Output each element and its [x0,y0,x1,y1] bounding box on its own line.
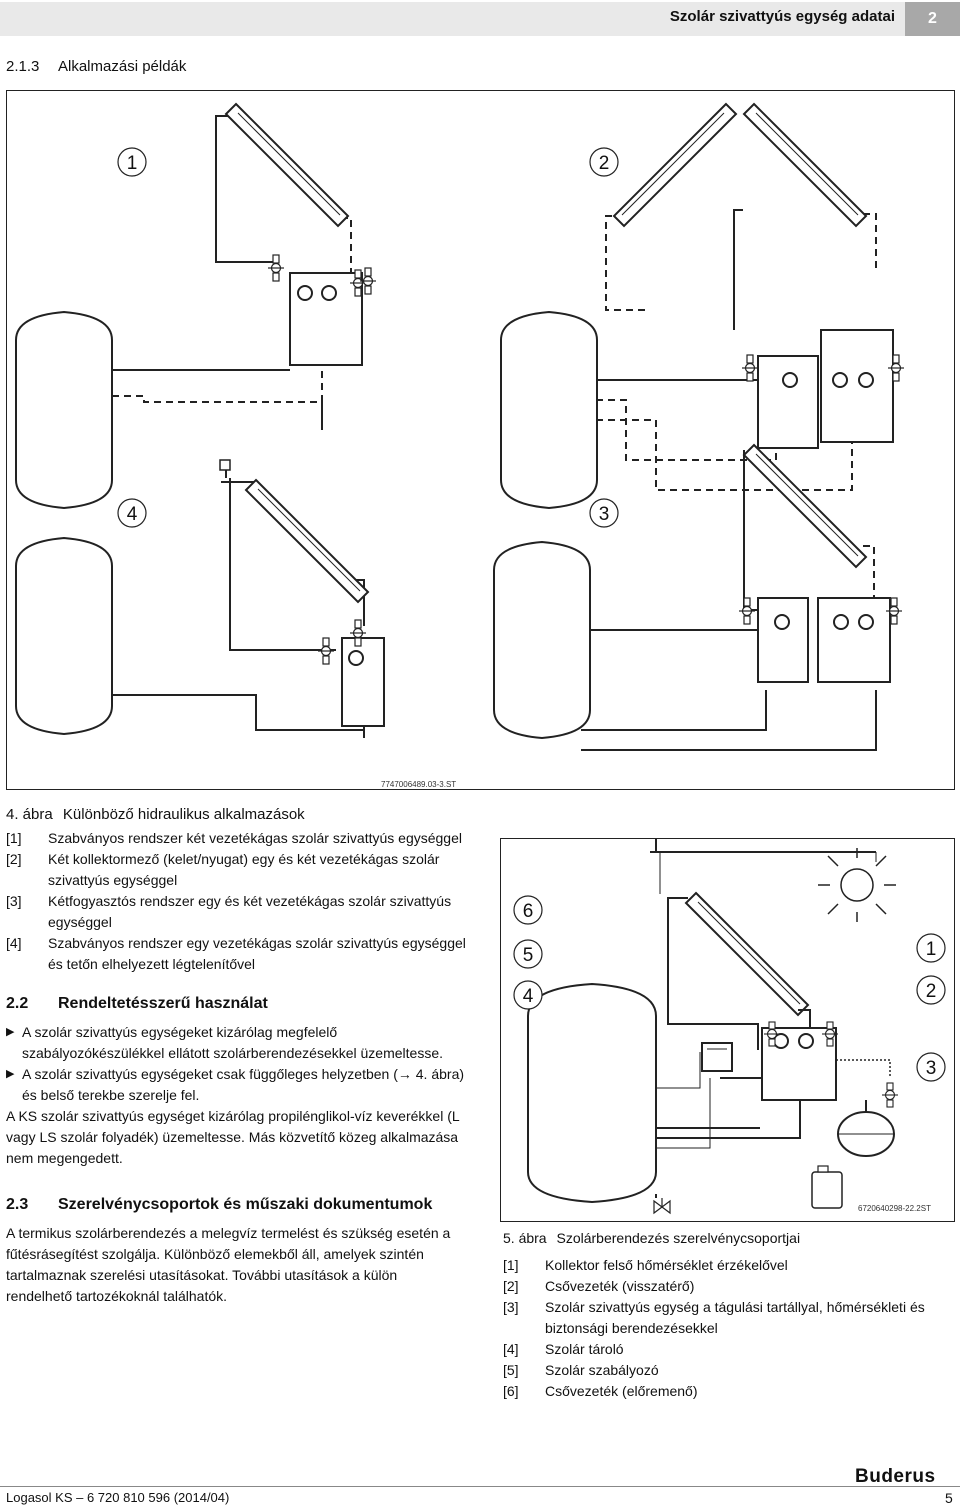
fig4-caption-text: Különböző hidraulikus alkalmazások [62,806,305,823]
fig4-label-2: 2 [599,153,610,174]
figure-5: 6 5 4 1 2 3 6720640298-22.2ST [500,838,955,1222]
chapter-number: 2 [905,2,960,36]
fig4-caption-prefix: 4. ábra [6,806,53,823]
section-2-2-body: ▶A szolár szivattyús egységeket kizáróla… [6,1022,476,1169]
fig5-label-2: 2 [926,981,937,1002]
fig4-code: 7747006489.03-3.ST [381,780,456,789]
list-item: [4]Szabványos rendszer egy vezetékágas s… [6,935,466,972]
sun-icon [818,848,896,922]
fig4-label-3: 3 [599,504,610,525]
fig5-label-4: 4 [523,986,534,1007]
list-item: [2]Csővezeték (visszatérő) [503,1278,695,1294]
header-title: Szolár szivattyús egység adatai [669,8,895,25]
section-heading: 2.1.3 Alkalmazási példák [6,58,186,75]
fig4-label-1: 1 [127,153,138,174]
fig4-label-4: 4 [127,504,138,525]
list-item: [1]Kollektor felső hőmérséklet érzékelőv… [503,1257,788,1273]
brand-logo: Buderus [855,1466,936,1487]
page-header: Szolár szivattyús egység adatai 2 [0,0,960,38]
list-item: [3]Szolár szivattyús egység a tágulási t… [503,1299,925,1336]
paragraph: A KS szolár szivattyús egységet kizáróla… [6,1108,460,1166]
fig5-label-6: 6 [523,901,534,922]
list-item: [6]Csővezeték (előremenő) [503,1383,698,1399]
page-number: 5 [945,1490,953,1506]
fig5-label-5: 5 [523,945,534,966]
bullet-item: ▶A szolár szivattyús egységeket csak füg… [6,1066,465,1103]
section-title: Alkalmazási példák [58,58,187,75]
list-item: [5]Szolár szabályozó [503,1362,659,1378]
footer-rule [0,1486,960,1487]
fig5-code: 6720640298-22.2ST [858,1204,931,1213]
section-2-3-paragraph: A termikus szolárberendezés a melegvíz t… [6,1225,451,1304]
figure-4-legend: [1]Szabványos rendszer két vezetékágas s… [6,828,476,975]
section-number: 2.1.3 [6,58,40,75]
footer-doc: Logasol KS – 6 720 810 596 (2014/04) [6,1490,230,1505]
list-item: [1]Szabványos rendszer két vezetékágas s… [6,830,462,846]
list-item: [2]Két kollektormező (kelet/nyugat) egy … [6,851,440,888]
fig5-label-3: 3 [926,1058,937,1079]
bullet-item: ▶A szolár szivattyús egységeket kizáróla… [6,1024,443,1061]
fig5-label-1: 1 [926,939,937,960]
figure-5-legend: [1]Kollektor felső hőmérséklet érzékelőv… [503,1255,943,1402]
header-bar [0,2,905,36]
figure-4-caption: 4. ábra Különböző hidraulikus alkalmazás… [6,806,305,823]
figure-4-final: 1 2 4 3 7747006489.03-3.ST [6,90,955,790]
list-item: [3]Kétfogyasztós rendszer egy és két vez… [6,893,452,930]
figure-5-caption: 5. ábra Szolárberendezés szerelvénycsopo… [503,1230,801,1246]
list-item: [4]Szolár tároló [503,1341,624,1357]
